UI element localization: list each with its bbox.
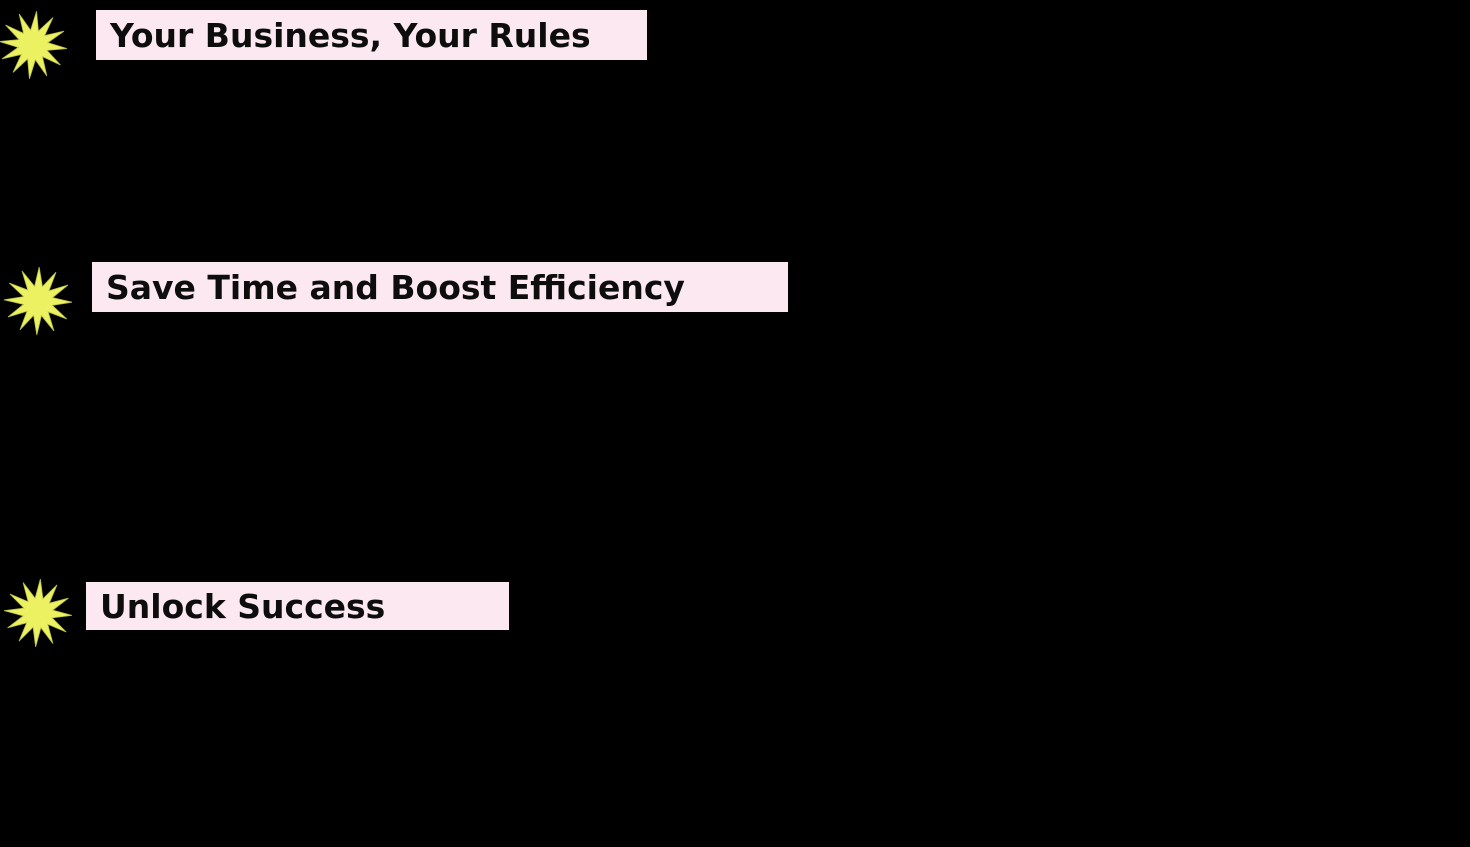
section-title-save-time: Save Time and Boost Efficiency — [92, 262, 788, 312]
starburst-icon — [0, 7, 71, 84]
section-title-unlock-success: Unlock Success — [86, 582, 509, 630]
starburst-icon — [2, 265, 74, 337]
starburst-icon — [1, 576, 76, 651]
section-title-business-rules: Your Business, Your Rules — [96, 10, 647, 60]
